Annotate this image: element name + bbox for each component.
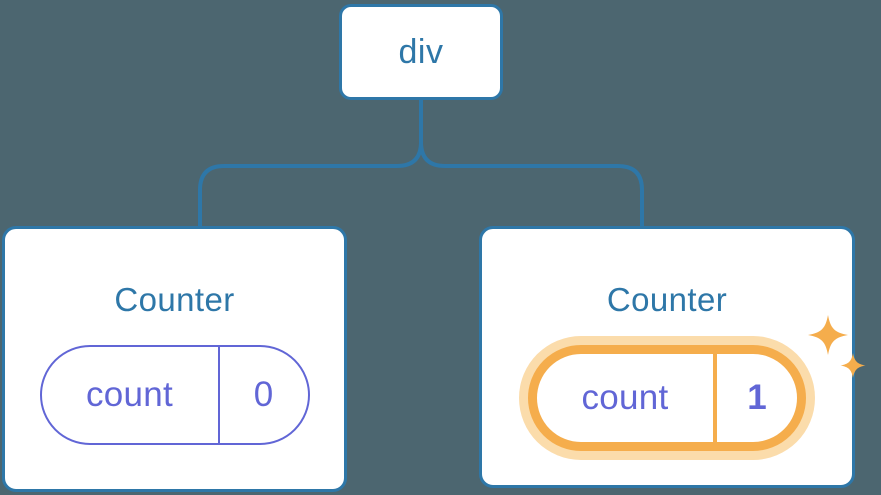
state-value-cell-right: 1	[717, 354, 797, 442]
state-value-cell-left: 0	[220, 347, 308, 443]
counter-title-right: Counter	[606, 281, 728, 318]
state-pill-wrapper-right: count 1	[528, 315, 866, 451]
state-pill-left[interactable]: count 0	[39, 345, 310, 445]
state-key-label-left: count	[85, 375, 174, 414]
state-value-label-right: 1	[747, 378, 767, 417]
state-value-label-left: 0	[253, 375, 274, 414]
connector-to-left-counter	[198, 98, 423, 229]
state-pill-wrapper-left: count 0	[39, 345, 310, 445]
counter-title-left: Counter	[114, 281, 235, 318]
counter-card-left[interactable]: Counter count 0	[2, 226, 347, 492]
sparkle-large-icon	[808, 315, 848, 355]
state-pill-right[interactable]: count 1	[528, 345, 806, 451]
state-key-cell-left: count	[42, 347, 220, 443]
connector-to-right-counter	[419, 98, 644, 229]
state-key-label-right: count	[581, 378, 669, 417]
counter-card-right[interactable]: Counter count 1	[479, 226, 866, 488]
state-key-cell-right: count	[537, 354, 717, 442]
node-div-label: div	[398, 32, 444, 71]
node-div[interactable]: div	[339, 4, 503, 100]
